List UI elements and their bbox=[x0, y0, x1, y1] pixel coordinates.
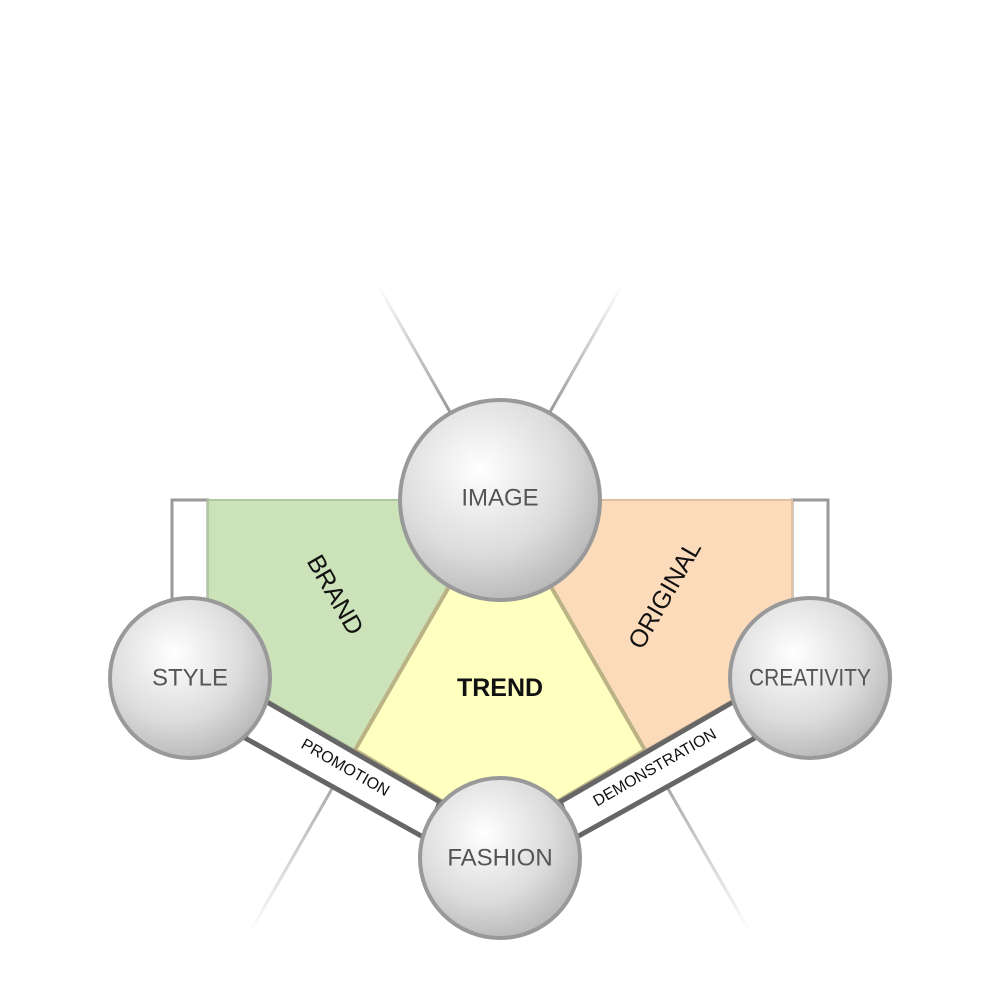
node-label-style: STYLE bbox=[152, 665, 228, 692]
node-label-image: IMAGE bbox=[461, 485, 538, 512]
node-fashion[interactable]: FASHION bbox=[418, 776, 582, 940]
node-creativity[interactable]: CREATIVITY bbox=[728, 596, 892, 760]
node-label-fashion: FASHION bbox=[447, 845, 552, 872]
node-image[interactable]: IMAGE bbox=[398, 398, 602, 602]
region-label-trend: TREND bbox=[457, 674, 543, 702]
node-label-creativity: CREATIVITY bbox=[749, 665, 871, 692]
node-style[interactable]: STYLE bbox=[108, 596, 272, 760]
